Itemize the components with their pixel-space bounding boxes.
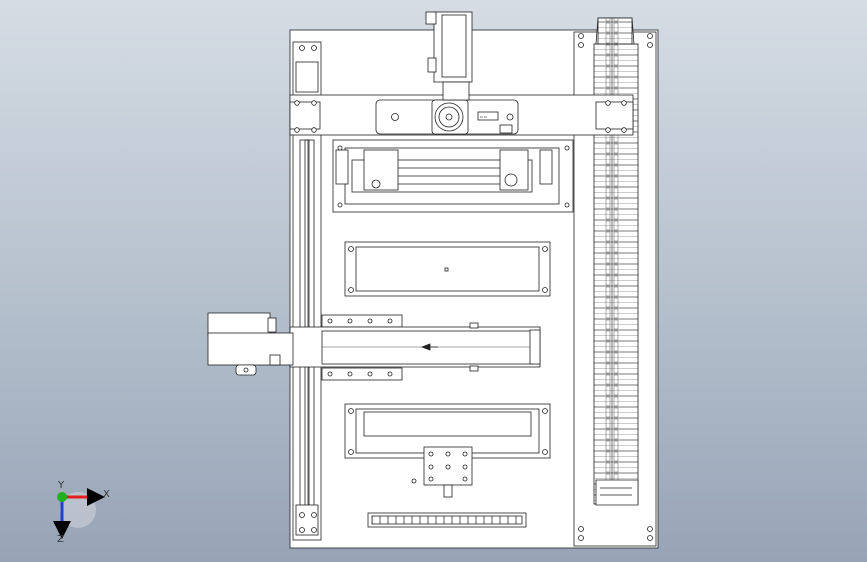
gantry-carriage: ▫ ▫	[375, 99, 519, 135]
x-axis-label: X	[103, 489, 110, 500]
z-axis-cylinder	[425, 11, 473, 101]
round-motor-icon	[431, 99, 469, 135]
left-arrow-icon	[420, 343, 438, 351]
bottom-linear-rail	[367, 512, 527, 528]
lower-tray	[344, 403, 551, 459]
y-axis-label: Y	[57, 480, 65, 491]
svg-text:▫ ▫: ▫ ▫	[480, 114, 487, 119]
y-axis-dot	[57, 492, 67, 502]
upper-tray	[344, 241, 551, 297]
mounting-plate	[411, 446, 473, 498]
z-axis-label: Z	[57, 534, 64, 545]
belt-module	[289, 314, 541, 381]
chain-link-icon	[600, 487, 632, 496]
coordinate-triad: X Y Z	[53, 480, 110, 545]
belt-drive-motor	[207, 312, 294, 376]
gripper-module	[332, 139, 574, 213]
